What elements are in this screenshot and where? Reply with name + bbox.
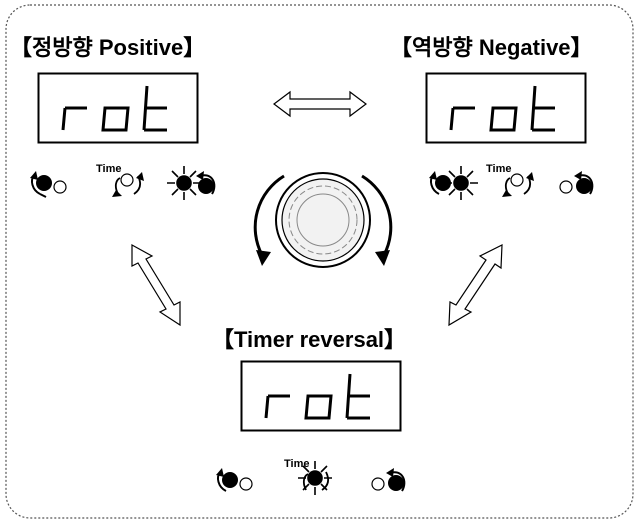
off-lamp-icon xyxy=(239,477,253,491)
timer-display: rot xyxy=(240,360,402,432)
lit-lamp-icon xyxy=(167,166,201,200)
rotary-knob-icon xyxy=(253,172,393,268)
lit-lamp-icon xyxy=(298,461,332,495)
cw-motor-icon xyxy=(574,171,594,195)
timer-title: 【Timer reversal】 xyxy=(212,327,407,352)
timer-lamp-icon xyxy=(120,173,134,187)
lit-lamp-icon xyxy=(444,166,478,200)
time-label: Time xyxy=(96,163,121,175)
double-arrow-left-diagonal-icon xyxy=(131,243,181,327)
cycle-arrows-icon xyxy=(302,471,329,491)
positive-title: 【정방향 Positive】 xyxy=(10,35,206,60)
ccw-motor-icon xyxy=(216,468,238,492)
double-arrow-right-diagonal-icon xyxy=(448,244,503,327)
double-arrow-horizontal-icon xyxy=(273,90,367,118)
positive-display: rot xyxy=(37,72,199,144)
off-lamp-icon xyxy=(371,477,385,491)
timer-lamp-icon xyxy=(510,173,524,187)
time-label: Time xyxy=(486,163,511,175)
negative-display: rot xyxy=(425,72,587,144)
off-lamp-icon xyxy=(53,180,67,194)
ccw-motor-icon xyxy=(30,171,52,198)
off-lamp-icon xyxy=(559,180,573,194)
negative-title: 【역방향 Negative】 xyxy=(390,35,593,60)
cw-motor-icon xyxy=(196,171,216,195)
ccw-motor-icon xyxy=(429,171,451,195)
cw-motor-icon xyxy=(386,468,406,492)
